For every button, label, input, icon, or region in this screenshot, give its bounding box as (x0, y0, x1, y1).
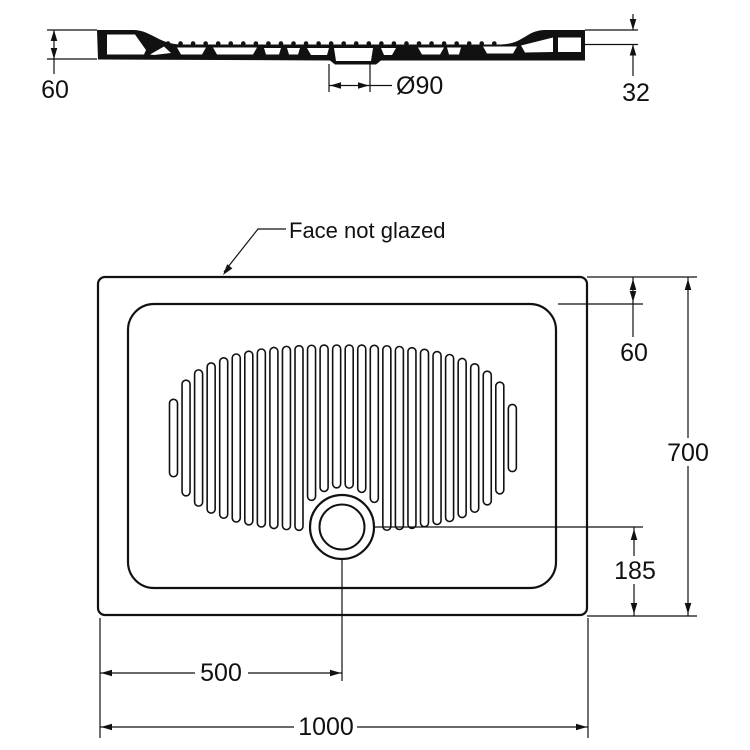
rib (356, 344, 367, 494)
rib-bump (366, 41, 372, 46)
rib-bump (341, 41, 347, 46)
dim-label-section-height: 60 (41, 76, 69, 104)
dim-label-width: 1000 (298, 713, 354, 741)
face-not-glazed-label: Face not glazed (289, 218, 446, 243)
rib (269, 346, 279, 530)
dim-drain-diameter: Ø90 (328, 64, 443, 100)
rib-bump (165, 41, 171, 46)
rib-bump (241, 41, 246, 46)
rib (181, 379, 191, 497)
arrowhead (630, 529, 638, 540)
rib-bump (391, 41, 397, 46)
rib (306, 344, 317, 502)
rib-bump (328, 41, 334, 46)
rib (244, 350, 254, 526)
drain-inner-circle (318, 503, 366, 551)
rib-bump (404, 41, 409, 46)
rib (369, 344, 380, 504)
rib-bump (441, 41, 447, 46)
dimension-arrowheads (50, 19, 692, 731)
rib-bump (353, 41, 359, 46)
rib (294, 344, 304, 532)
dim-drain-from-bottom: 185 (374, 526, 697, 617)
rib-bump (379, 41, 384, 46)
rib-bump (466, 41, 472, 46)
dim-section-height: 60 (41, 29, 97, 104)
rib (407, 346, 417, 530)
rib-bump (178, 41, 183, 46)
rib (331, 344, 342, 489)
callout-face-not-glazed: Face not glazed (223, 218, 446, 273)
dim-label-drain-from-bottom: 185 (614, 557, 656, 585)
rib (382, 344, 392, 532)
arrowhead (358, 82, 369, 89)
rib (218, 357, 229, 519)
dim-label-drain-from-left: 500 (200, 659, 242, 687)
arrowhead (629, 279, 637, 290)
dim-label-depth: 700 (667, 439, 709, 467)
arrowhead (101, 669, 112, 677)
arrowhead (330, 669, 341, 677)
arrowhead (629, 19, 637, 30)
rib-bump (190, 41, 196, 46)
rib (457, 357, 467, 519)
rib (206, 362, 216, 514)
dim-drain-from-left: 500 (99, 559, 343, 738)
rib-bump (278, 41, 284, 46)
arrowhead (50, 30, 58, 41)
arrowhead (684, 279, 692, 290)
arrowhead (630, 603, 638, 614)
rib-bump (316, 41, 321, 46)
arrowhead (684, 603, 692, 614)
rib-bump (266, 41, 271, 46)
rib (444, 353, 455, 523)
rib (469, 362, 480, 514)
anti-slip-ribs (168, 344, 518, 532)
rib-bump (291, 41, 296, 46)
rib-bump (479, 41, 485, 46)
section-rib-bumps (165, 41, 497, 46)
rib (494, 381, 505, 495)
rib-bump (416, 41, 422, 46)
rib-bump (454, 41, 459, 46)
rib (419, 348, 430, 528)
rib (168, 398, 179, 478)
rib (432, 350, 442, 526)
arrowhead (223, 264, 233, 275)
dim-label-top-inset: 60 (620, 339, 648, 367)
arrowhead (50, 48, 58, 59)
dim-top-inset: 60 (558, 276, 697, 367)
section-profile (97, 30, 585, 65)
rib (319, 344, 329, 493)
rib (193, 369, 204, 507)
rib-bump (253, 41, 259, 46)
rib-bump (228, 41, 234, 46)
dim-width: 1000 (100, 618, 589, 741)
rib (507, 403, 518, 473)
dim-depth: 700 (667, 277, 709, 616)
dim-section-rim-height: 32 (585, 14, 650, 107)
rib (482, 370, 493, 506)
rib-bump (492, 41, 497, 46)
arrowhead (629, 291, 637, 302)
dim-label-drain-diameter: Ø90 (396, 72, 443, 100)
rib (394, 345, 405, 531)
rib-bump (203, 41, 208, 46)
arrowhead (330, 82, 341, 89)
rib (281, 345, 292, 531)
arrowhead (576, 723, 587, 731)
arrowhead (629, 44, 637, 56)
rib-bump (429, 41, 434, 46)
rib-bump (215, 41, 221, 46)
rib (231, 353, 242, 523)
plan-view: Face not glazed 60 700 185 (96, 218, 709, 741)
rib-bump (303, 41, 309, 46)
arrowhead (101, 723, 112, 731)
rib (344, 344, 355, 489)
rib (256, 348, 267, 528)
dim-label-section-rim-height: 32 (622, 79, 650, 107)
section-cutouts (107, 34, 581, 61)
section-view: 60 32 Ø90 (41, 14, 650, 107)
